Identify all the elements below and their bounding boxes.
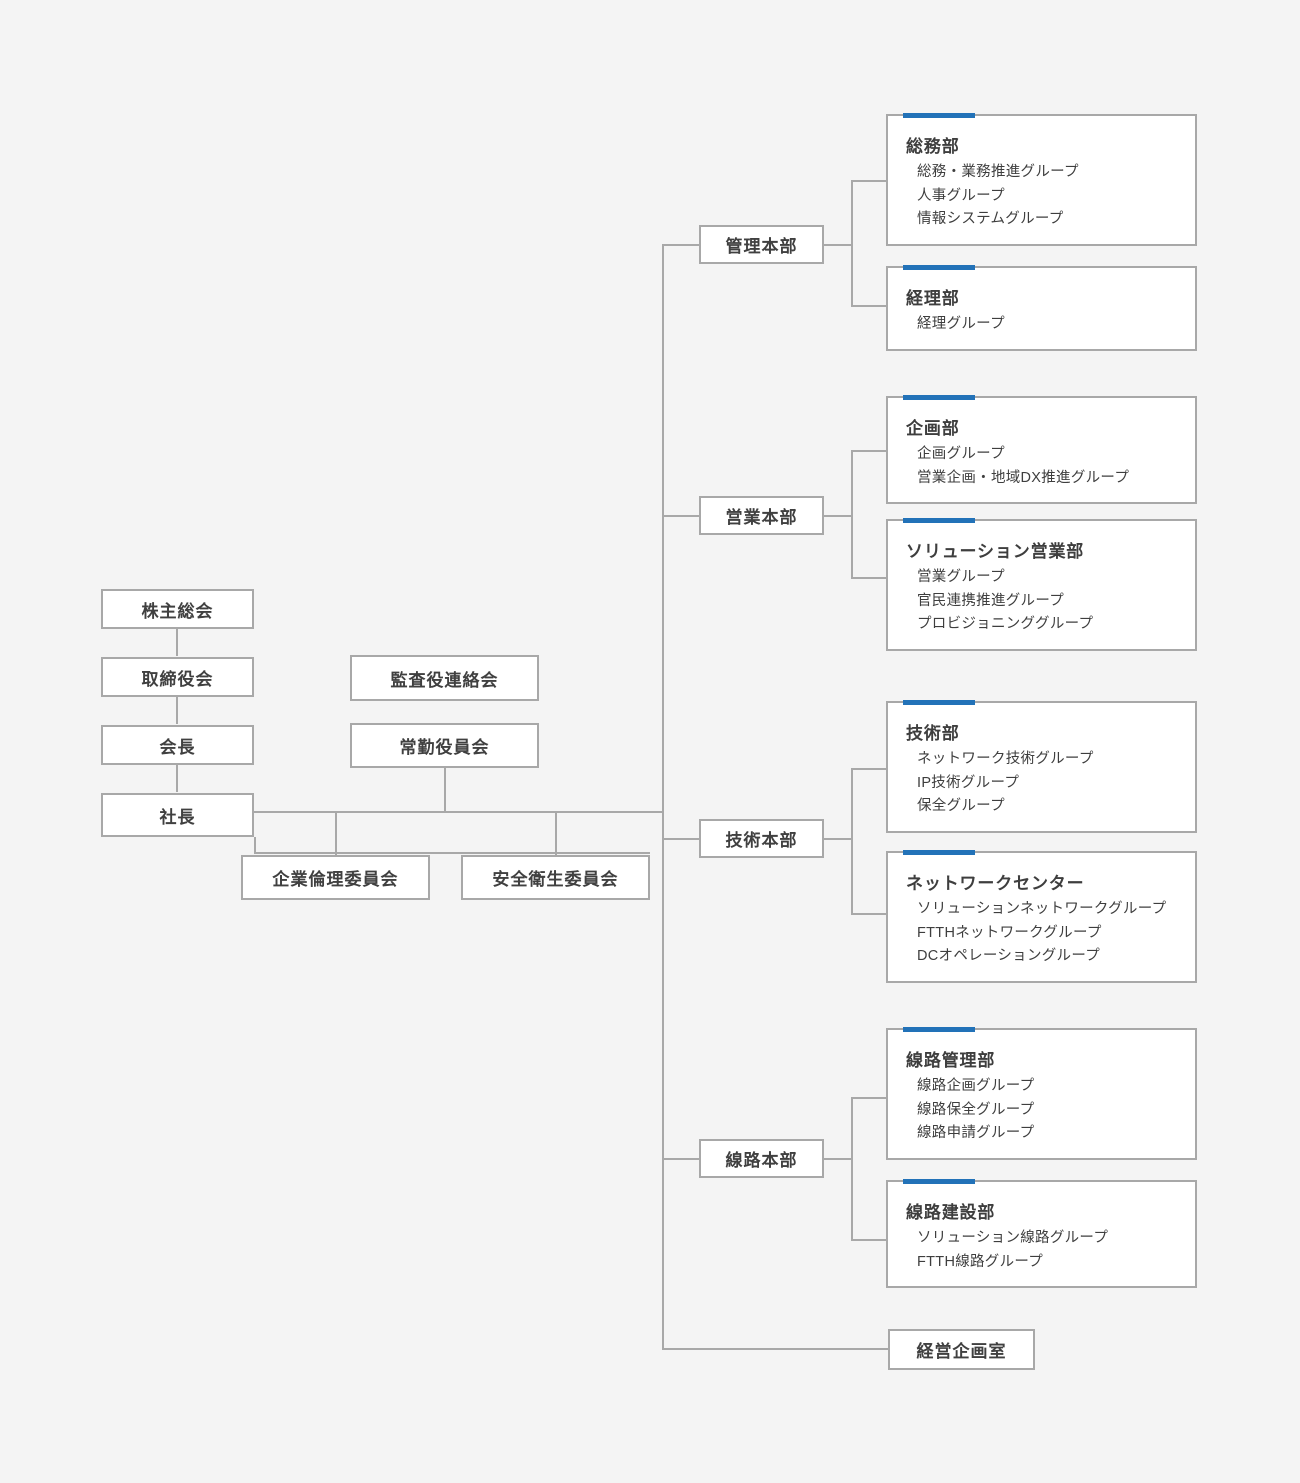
group-item: 人事グループ (917, 187, 1005, 204)
connector-trunk-to-eigyo (662, 515, 700, 517)
dept-title: 総務部 (906, 137, 960, 156)
connector-gijutsu-stub (824, 838, 853, 840)
node-chairman[interactable]: 会長 (101, 725, 254, 765)
node-executive-officers-meeting[interactable]: 常勤役員会 (350, 723, 539, 768)
connector-president-to-committee-bus (254, 837, 256, 853)
connector-division-trunk (662, 245, 664, 1350)
dept-group-list: 線路企画グループ 線路保全グループ 線路申請グループ (888, 1075, 1195, 1146)
connector-drop-ethics (335, 812, 337, 856)
dept-title: 経理部 (906, 289, 960, 308)
dept-title: 企画部 (906, 419, 960, 438)
dept-card-senro-kensetsu[interactable]: 線路建設部 ソリューション線路グループ FTTH線路グループ (886, 1179, 1197, 1288)
group-item: 情報システムグループ (917, 211, 1064, 228)
division-eigyo-honbu[interactable]: 営業本部 (699, 496, 824, 535)
connector-kanri-to-soumu (851, 180, 888, 182)
node-safety-health-committee[interactable]: 安全衛生委員会 (461, 855, 650, 900)
connector-eigyo-stub (824, 515, 853, 517)
dept-group-list: 営業グループ 官民連携推進グループ プロビジョニンググループ (888, 566, 1195, 637)
group-item: IP技術グループ (917, 774, 1020, 791)
group-item: 営業グループ (917, 569, 1005, 585)
dept-group-list: ネットワーク技術グループ IP技術グループ 保全グループ (888, 748, 1195, 819)
dept-title: 技術部 (906, 724, 960, 743)
accent-bar-icon (903, 1179, 975, 1184)
accent-bar-icon (903, 113, 975, 118)
connector-senro-riser (851, 1097, 853, 1240)
connector-gijutsu-to-gijutsubu (851, 768, 888, 770)
group-item: ソリューション線路グループ (917, 1230, 1109, 1246)
division-gijutsu-honbu[interactable]: 技術本部 (699, 819, 824, 858)
connector-shareholders-to-board (176, 629, 178, 656)
group-item: DCオペレーショングループ (917, 948, 1101, 965)
connector-gijutsu-to-network-center (851, 913, 888, 915)
connector-chairman-to-president (176, 765, 178, 792)
connector-senro-stub (824, 1158, 853, 1160)
connector-eigyo-riser (851, 450, 853, 578)
dept-card-senro-kanri[interactable]: 線路管理部 線路企画グループ 線路保全グループ 線路申請グループ (886, 1027, 1197, 1160)
division-senro-honbu[interactable]: 線路本部 (699, 1139, 824, 1178)
connector-gijutsu-riser (851, 768, 853, 914)
connector-trunk-to-gijutsu (662, 838, 700, 840)
group-item: プロビジョニンググループ (917, 616, 1094, 633)
node-president[interactable]: 社長 (101, 793, 254, 837)
node-shareholders-meeting[interactable]: 株主総会 (101, 589, 254, 629)
node-auditors-liaison[interactable]: 監査役連絡会 (350, 655, 539, 701)
group-item: 経理グループ (917, 316, 1005, 332)
dept-title: ソリューション営業部 (906, 542, 1085, 561)
group-item: 総務・業務推進グループ (917, 164, 1079, 180)
dept-card-soumu[interactable]: 総務部 総務・業務推進グループ 人事グループ 情報システムグループ (886, 113, 1197, 246)
dept-title: 線路建設部 (906, 1203, 996, 1222)
connector-senro-to-kensetsu (851, 1239, 888, 1241)
accent-bar-icon (903, 1027, 975, 1032)
connector-kanri-to-keiri (851, 305, 888, 307)
dept-card-gijutsu[interactable]: 技術部 ネットワーク技術グループ IP技術グループ 保全グループ (886, 700, 1197, 833)
group-item: ネットワーク技術グループ (917, 751, 1094, 767)
connector-trunk-to-planning-office (662, 1348, 888, 1350)
dept-card-solution-sales[interactable]: ソリューション営業部 営業グループ 官民連携推進グループ プロビジョニンググルー… (886, 518, 1197, 651)
dept-group-list: 経理グループ (888, 313, 1195, 337)
group-item: 官民連携推進グループ (917, 592, 1065, 609)
group-item: 線路企画グループ (917, 1078, 1035, 1094)
connector-trunk-to-kanri (662, 244, 700, 246)
dept-title: ネットワークセンター (906, 874, 1085, 893)
accent-bar-icon (903, 395, 975, 400)
connector-kanri-riser (851, 180, 853, 306)
connector-president-bus (254, 811, 663, 813)
connector-board-to-chairman (176, 697, 178, 724)
accent-bar-icon (903, 850, 975, 855)
connector-drop-safety (555, 812, 557, 856)
connector-eigyo-to-kikaku (851, 450, 888, 452)
accent-bar-icon (903, 700, 975, 705)
group-item: FTTHネットワークグループ (917, 924, 1102, 941)
group-item: 営業企画・地域DX推進グループ (917, 469, 1130, 486)
group-item: 線路申請グループ (917, 1125, 1035, 1142)
group-item: ソリューションネットワークグループ (917, 901, 1167, 917)
group-item: 保全グループ (917, 798, 1005, 815)
dept-group-list: 企画グループ 営業企画・地域DX推進グループ (888, 443, 1195, 490)
dept-card-keiri[interactable]: 経理部 経理グループ (886, 265, 1197, 351)
connector-trunk-to-senro (662, 1158, 700, 1160)
group-item: FTTH線路グループ (917, 1253, 1044, 1270)
dept-card-network-center[interactable]: ネットワークセンター ソリューションネットワークグループ FTTHネットワークグ… (886, 850, 1197, 983)
group-item: 企画グループ (917, 446, 1005, 462)
dept-card-kikaku[interactable]: 企画部 企画グループ 営業企画・地域DX推進グループ (886, 395, 1197, 504)
connector-executive-to-bus (444, 767, 446, 812)
group-item: 線路保全グループ (917, 1101, 1035, 1118)
connector-eigyo-to-solution-sales (851, 577, 888, 579)
accent-bar-icon (903, 265, 975, 270)
division-kanri-honbu[interactable]: 管理本部 (699, 225, 824, 264)
dept-group-list: 総務・業務推進グループ 人事グループ 情報システムグループ (888, 161, 1195, 232)
node-planning-office[interactable]: 経営企画室 (888, 1329, 1035, 1370)
dept-group-list: ソリューション線路グループ FTTH線路グループ (888, 1227, 1195, 1274)
node-board-of-directors[interactable]: 取締役会 (101, 657, 254, 697)
connector-committee-bus (254, 852, 650, 854)
dept-group-list: ソリューションネットワークグループ FTTHネットワークグループ DCオペレーシ… (888, 898, 1195, 969)
dept-title: 線路管理部 (906, 1051, 996, 1070)
accent-bar-icon (903, 518, 975, 523)
connector-senro-to-kanribu (851, 1097, 888, 1099)
connector-kanri-stub (824, 244, 853, 246)
node-ethics-committee[interactable]: 企業倫理委員会 (241, 855, 430, 900)
